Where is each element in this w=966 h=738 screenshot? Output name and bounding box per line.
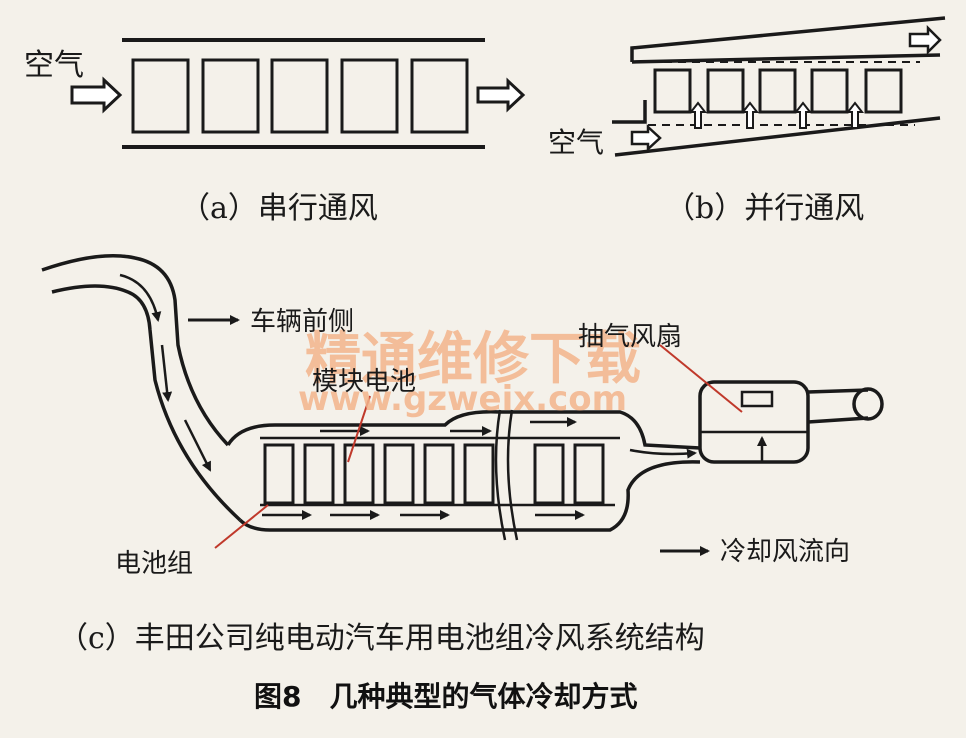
battery-cell [131, 58, 190, 134]
exhaust-fan-label: 抽气风扇 [578, 322, 682, 352]
flow-arrow [119, 273, 162, 322]
up-arrow-icon [793, 101, 813, 129]
duct-top-wall [630, 16, 946, 62]
panel-c-toyota-battery-cooling [41, 253, 884, 556]
cooling-flow-label: 冷却风流向 [720, 537, 850, 567]
panel-b-caption: （b）并行通风 [665, 191, 864, 226]
watermark-line1: 精通维修下载 [305, 327, 641, 392]
module-battery [463, 443, 495, 505]
intake-duct-outer-wall [41, 253, 230, 447]
module-battery [423, 443, 455, 505]
vehicle-front-label: 车辆前侧 [250, 307, 354, 337]
panel-a-caption: （a）串行通风 [180, 191, 378, 226]
exhaust-fan-cap [740, 390, 774, 408]
battery-pack-housing-bottom [238, 460, 701, 532]
battery-cell [653, 68, 692, 114]
exhaust-outlet-pipe [807, 388, 869, 394]
panel-b-parallel-ventilation [612, 16, 946, 157]
pointer-exhaust-fan [659, 344, 743, 413]
air-outlet-arrow-icon [476, 77, 526, 113]
battery-cell [706, 68, 745, 114]
break-mark [506, 409, 519, 541]
flow-arrow [183, 419, 212, 472]
panel-a-series-ventilation [70, 38, 526, 149]
battery-cell [270, 58, 329, 134]
pointer-battery-pack [214, 504, 269, 549]
air-inlet-arrow-icon [630, 124, 662, 152]
air-inlet-arrow-icon [70, 76, 123, 114]
battery-cell [864, 68, 903, 114]
break-mark [494, 409, 507, 541]
battery-cell [201, 58, 260, 134]
figure-title: 图8 几种典型的气体冷却方式 [254, 680, 637, 713]
module-battery [573, 443, 605, 505]
panel-b-air-label: 空气 [548, 126, 604, 159]
battery-cell [410, 58, 469, 134]
intake-duct-inner-wall [51, 284, 242, 522]
flow-arrow [160, 344, 173, 402]
panel-c-caption: （c）丰田公司纯电动汽车用电池组冷风系统结构 [58, 621, 705, 656]
air-outlet-arrow-icon [908, 24, 942, 56]
battery-cell [340, 58, 399, 134]
exhaust-outlet-pipe [807, 416, 869, 424]
module-battery-label: 模块电池 [312, 367, 416, 397]
module-battery [383, 443, 415, 505]
module-battery [263, 443, 295, 505]
battery-cell [758, 68, 797, 114]
battery-pack-label: 电池组 [115, 549, 193, 579]
exhaust-fan-housing [698, 380, 810, 464]
inlet-lower-wall [614, 116, 941, 157]
outlet-lower-wall [631, 53, 941, 64]
module-battery [343, 443, 375, 505]
panel-a-air-label: 空气 [24, 48, 84, 83]
pointer-lines [214, 344, 743, 549]
watermark-line2: www.gzweix.com [298, 379, 627, 419]
battery-cell [810, 68, 849, 114]
pointer-module-battery [347, 395, 371, 463]
module-battery [303, 443, 335, 505]
up-arrow-icon [740, 101, 760, 129]
module-battery [533, 443, 565, 505]
up-arrow-icon [845, 101, 865, 129]
flow-arrow [629, 448, 697, 459]
up-arrow-icon [688, 101, 708, 129]
battery-pack-housing [226, 410, 701, 450]
exhaust-outlet-opening [852, 387, 884, 421]
duct-bottom-wall [612, 100, 647, 124]
